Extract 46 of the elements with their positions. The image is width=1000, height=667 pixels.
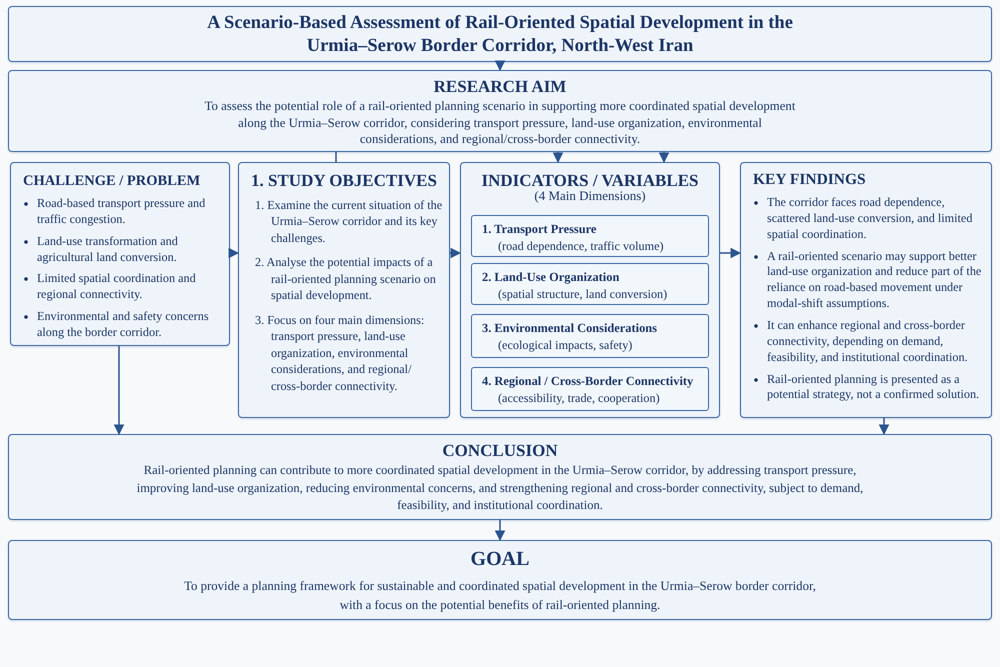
arrow [228,248,240,258]
connector-line [335,152,337,162]
title-box [8,6,992,62]
dimension-title: 4. Regional / Cross-Border Connectivity [482,374,694,389]
conclusion-text: Rail-oriented planning can contribute to more coordinated spatial development in the Urmia–Serow corridor, by addressing transport pressure, improving land-use organization, reducing environmental concerns, and strengthening regional and cross-border connectivity, subject to demand, feasibility, and institutional coordination. [136,462,864,514]
goal-box [8,540,992,620]
numbered-item: 2. Analyse the potential impacts of a rail-oriented planning scenario on spatial development. [255,254,437,304]
arrow [720,248,742,258]
arrow [450,248,462,258]
dimension-title: 1. Transport Pressure [482,222,598,237]
dimension-title: 2. Land-Use Organization [482,270,620,285]
subheading: (4 Main Dimensions) [533,188,647,204]
section-heading: 1. STUDY OBJECTIVES [251,171,438,191]
dimension-box [471,215,709,257]
dimension-detail: (ecological impacts, safety) [498,338,634,353]
section-heading: KEY FINDINGS [753,171,867,189]
arrow [114,346,124,436]
aim-box [8,70,992,152]
section-heading: GOAL [470,548,530,571]
aim-text: To assess the potential role of a rail-oriented planning scenario in supporting more coordinated spatial development along the Urmia–Serow corridor, considering transport pressure, land-use organization, environmental considerations, and regional/cross-border connectivity. [204,98,796,148]
findings-box [740,162,992,418]
arrow [878,418,890,436]
section-heading: INDICATORS / VARIABLES [480,171,700,191]
section-heading: CONCLUSION [441,441,559,461]
numbered-item: 1. Examine the current situation of the Urmia–Serow corridor and its key challenges. [255,197,443,246]
indicators-box [460,162,720,418]
section-heading: CHALLENGE / PROBLEM [23,173,202,190]
dimension-box [471,314,709,358]
arrow [494,60,506,72]
conclusion-box [8,434,992,520]
dimension-title: 3. Environmental Considerations [482,321,658,336]
section-heading: RESEARCH AIM [432,77,568,97]
bullet-item: A rail-oriented scenario may support better land-use organization and reduce part of the reliance on road-based movement under modal-shift assumptions. [753,248,983,312]
arrow [494,520,506,542]
goal-text: To provide a planning framework for sustainable and coordinated spatial development in the Urmia–Serow border corridor, with a focus on the potential benefits of rail-oriented planning. [183,578,817,614]
dimension-box [471,367,709,411]
dimension-detail: (road dependence, traffic volume) [498,239,665,254]
numbered-item: 3. Focus on four main dimensions: transport pressure, land-use organization, environmental considerations, and regional/ cross-border connectivity. [255,312,426,394]
dimension-detail: (accessibility, trade, cooperation) [498,391,661,406]
dimension-detail: (spatial structure, land conversion) [498,287,668,302]
objectives-box [238,162,450,418]
dimension-box [471,263,709,305]
arrow [658,152,670,164]
arrow [552,152,564,164]
title-text: A Scenario-Based Assessment of Rail-Oriented Spatial Development in the Urmia–Serow Border Corridor, North-West Iran [206,12,794,58]
challenge-box [10,162,230,346]
